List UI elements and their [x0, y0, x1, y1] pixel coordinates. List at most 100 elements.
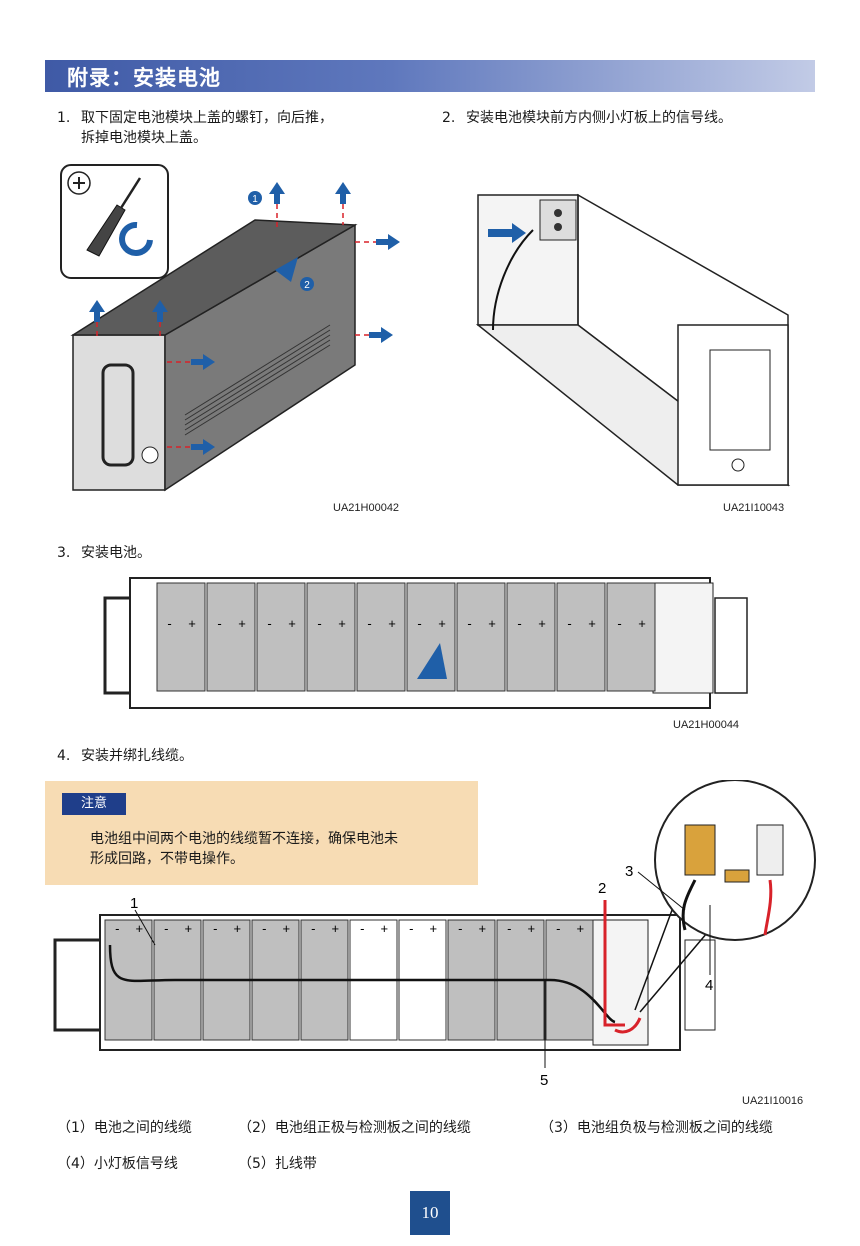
terminal-minus-label: - — [367, 616, 371, 631]
terminal-minus-label: - — [567, 616, 571, 631]
caution-line: 形成回路，不带电操作。 — [90, 851, 244, 867]
terminal-plus-label: + — [577, 921, 585, 936]
light-board — [539, 199, 577, 241]
callout-4: 4 — [705, 977, 713, 994]
terminal-plus-label: + — [185, 921, 193, 936]
terminal-minus-label: - — [467, 616, 471, 631]
callout-1: 1 — [252, 194, 258, 205]
page-title: 附录：安装电池 — [67, 66, 221, 90]
figure-code: UA21H00044 — [673, 719, 740, 731]
legend-item: （2）电池组正极与检测板之间的线缆 — [238, 1120, 471, 1136]
positive-cable — [603, 900, 625, 1027]
terminal-minus-label: - — [317, 616, 321, 631]
step-number: 2. — [442, 110, 456, 126]
battery-cell — [456, 582, 506, 692]
callout-3: 3 — [625, 863, 633, 880]
step-1: 1. 取下固定电池模块上盖的螺钉，向后推， 拆掉电池模块上盖。 — [57, 108, 333, 148]
push-arrow-icon — [417, 643, 447, 679]
legend-item: （4）小灯板信号线 — [57, 1156, 178, 1172]
screwdriver-icon — [86, 204, 126, 257]
terminal-minus-label: - — [617, 616, 621, 631]
callout-2: 2 — [304, 280, 310, 291]
battery-cell — [306, 582, 356, 692]
figure-install-battery: - + - + - + - + - + - + - + - + - + - + — [103, 577, 748, 709]
terminal-plus-label: + — [238, 616, 246, 631]
figure-code: UA21H00042 — [333, 502, 400, 514]
terminal-minus-label: - — [409, 921, 413, 936]
terminal-minus-label: - — [556, 921, 560, 936]
terminal-plus-label: + — [332, 921, 340, 936]
figure-code: UA21I10016 — [742, 1095, 804, 1107]
handle-icon — [101, 363, 135, 467]
terminal-minus-label: - — [213, 921, 217, 936]
battery-cell — [356, 582, 406, 692]
battery-cell — [606, 582, 656, 692]
terminal-plus-label: + — [288, 616, 296, 631]
caution-tag: 注意 — [62, 793, 126, 815]
step-number: 4. — [57, 748, 71, 764]
step-text: 取下固定电池模块上盖的螺钉，向后推， — [81, 110, 333, 126]
terminal-plus-label: + — [388, 616, 396, 631]
callout-2: 2 — [598, 880, 606, 897]
terminal-plus-label: + — [488, 616, 496, 631]
caution-text: 电池组中间两个电池的线缆暂不连接，确保电池未 形成回路，不带电操作。 — [90, 829, 470, 869]
figure-signal-wire — [475, 193, 791, 487]
terminal-minus-label: - — [267, 616, 271, 631]
terminal-minus-label: - — [311, 921, 315, 936]
step-number: 3. — [57, 545, 71, 561]
terminal-minus-label: - — [517, 616, 521, 631]
terminal-plus-label: + — [338, 616, 346, 631]
terminal-plus-label: + — [136, 921, 144, 936]
signal-cable — [492, 229, 534, 331]
battery-cable — [108, 944, 616, 1024]
insert-arrow-icon — [512, 223, 526, 243]
terminal-plus-label: + — [479, 921, 487, 936]
battery-cell — [556, 582, 606, 692]
battery-cell — [206, 582, 256, 692]
terminal-minus-label: - — [458, 921, 462, 936]
callout-1: 1 — [130, 895, 138, 912]
callout-5: 5 — [540, 1072, 548, 1089]
terminal-plus-label: + — [283, 921, 291, 936]
step-text: 安装并绑扎线缆。 — [81, 748, 193, 764]
terminal-plus-label: + — [638, 616, 646, 631]
terminal-plus-label: + — [430, 921, 438, 936]
figure-cable-routing: - + - + - + - + - + - + - + - + - + - + 1 2 3 4 5 — [53, 780, 816, 1089]
section-title-bar: 附录：安装电池 — [45, 60, 815, 92]
legend-item: （1）电池之间的线缆 — [57, 1120, 192, 1136]
caution-line: 电池组中间两个电池的线缆暂不连接，确保电池未 — [90, 831, 398, 847]
terminal-plus-label: + — [528, 921, 536, 936]
step-text: 安装电池。 — [81, 545, 151, 561]
terminal-minus-label: - — [167, 616, 171, 631]
terminal-plus-label: + — [438, 616, 446, 631]
terminal-minus-label: - — [115, 921, 119, 936]
step-4: 4. 安装并绑扎线缆。 — [57, 746, 193, 766]
battery-cell — [156, 582, 206, 692]
step-3: 3. 安装电池。 — [57, 543, 151, 563]
figure-remove-cover: 1 2 — [60, 164, 400, 492]
step-text: 安装电池模块前方内侧小灯板上的信号线。 — [466, 110, 732, 126]
figure-code: UA21I10043 — [723, 502, 785, 514]
battery-cell — [256, 582, 306, 692]
rotate-icon — [119, 221, 153, 256]
terminal-minus-label: - — [217, 616, 221, 631]
terminal-minus-label: - — [262, 921, 266, 936]
step-number: 1. — [57, 110, 71, 126]
left-handle — [103, 596, 130, 695]
legend-item: （3）电池组负极与检测板之间的线缆 — [540, 1120, 773, 1136]
page-number: 10 — [410, 1191, 450, 1235]
terminal-plus-label: + — [188, 616, 196, 631]
terminal-plus-label: + — [538, 616, 546, 631]
terminal-minus-label: - — [417, 616, 421, 631]
terminal-minus-label: - — [507, 921, 511, 936]
step-text-continued: 拆掉电池模块上盖。 — [81, 130, 207, 146]
battery-cell — [506, 582, 556, 692]
caution-note: 注意 电池组中间两个电池的线缆暂不连接，确保电池未 形成回路，不带电操作。 — [45, 781, 478, 885]
terminal-plus-label: + — [234, 921, 242, 936]
terminal-minus-label: - — [360, 921, 364, 936]
legend-item: （5）扎线带 — [238, 1156, 317, 1172]
terminal-minus-label: - — [164, 921, 168, 936]
terminal-plus-label: + — [588, 616, 596, 631]
step-2: 2. 安装电池模块前方内侧小灯板上的信号线。 — [442, 108, 732, 128]
terminal-plus-label: + — [381, 921, 389, 936]
